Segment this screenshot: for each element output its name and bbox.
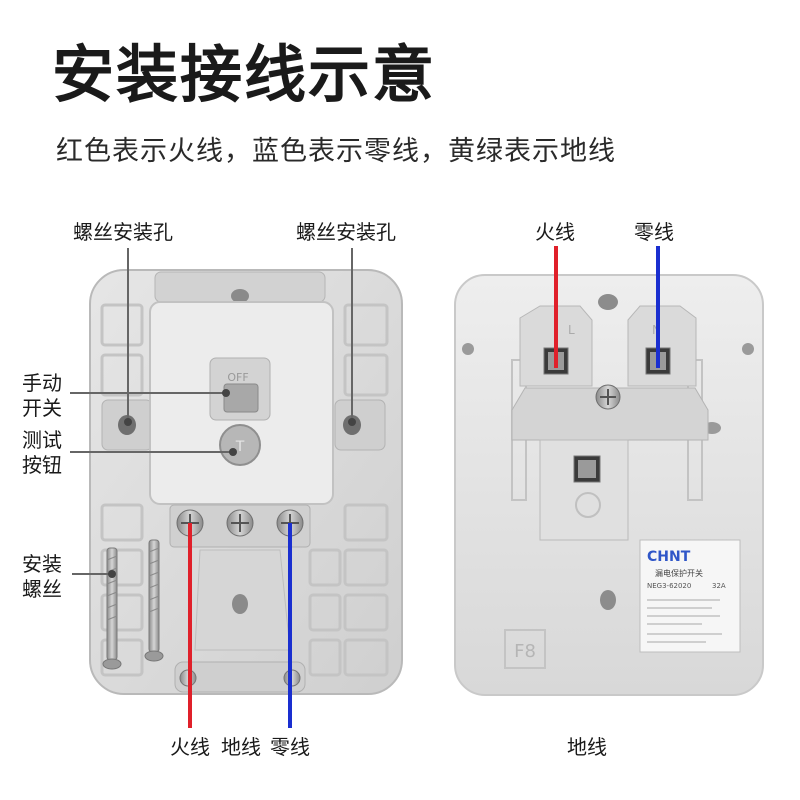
brand-logo: CHNT [647,549,691,565]
toggle-off-text: OFF [227,371,248,384]
label-screw-hole-left: 螺丝安装孔 [73,220,173,244]
left-wires [188,523,292,728]
svg-text:L: L [568,323,575,337]
label-screw-hole-right: 螺丝安装孔 [296,220,396,244]
label-bottom-live: 火线 [170,735,210,759]
test-button-mark: T [235,439,245,455]
left-device: OFF T [89,269,403,695]
label-test-button: 测试按钮 [22,428,62,477]
rib-grid [100,303,389,677]
page-subtitle: 红色表示火线，蓝色表示零线，黄绿表示地线 [56,136,616,167]
label-bottom-neutral: 零线 [270,735,310,759]
label-right-earth: 地线 [567,735,607,759]
right-device: L N F8 CHNT 漏电保护开关 NEG3-62020 32A [454,274,764,696]
label-manual-switch: 手动开关 [22,371,62,420]
product-label: CHNT 漏电保护开关 NEG3-62020 32A [639,539,741,653]
side-mark: F8 [514,641,536,662]
top-hanger-hole [231,289,249,303]
product-rating: 32A [712,582,726,590]
test-button[interactable] [219,424,261,466]
label-bottom-earth: 地线 [221,735,261,759]
label-right-neutral: 零线 [634,220,674,244]
page-title: 安装接线示意 [52,38,437,111]
manual-toggle-switch[interactable] [223,383,259,413]
right-wires [554,246,660,722]
label-mount-screws: 安装螺丝 [22,552,62,601]
product-name: 漏电保护开关 [655,568,703,578]
product-model: NEG3-62020 [647,582,691,590]
label-right-live: 火线 [535,220,575,244]
left-leader-lines [70,248,353,575]
